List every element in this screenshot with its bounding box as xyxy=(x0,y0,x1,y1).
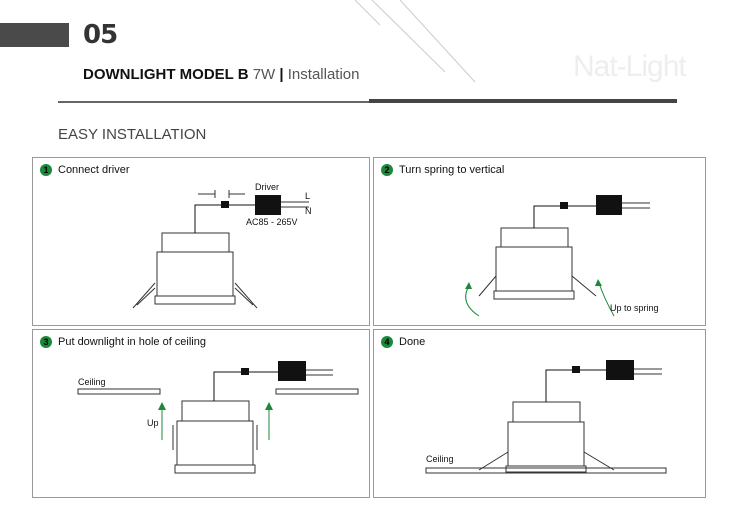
title-sep: | xyxy=(279,66,284,83)
page-title: DOWNLIGHT MODEL B 7W | Installation xyxy=(83,66,359,83)
ceiling-label: Ceiling xyxy=(78,377,106,387)
step-label: Connect driver xyxy=(58,164,130,176)
page-number: 05 xyxy=(83,20,118,50)
section-title: EASY INSTALLATION xyxy=(58,126,207,143)
step-3-panel: 3 Put downlight in hole of ceiling Ceilin… xyxy=(32,329,370,498)
voltage-label: AC85 - 265V xyxy=(246,217,298,227)
step-badge: 2 xyxy=(381,164,393,176)
step-label: Turn spring to vertical xyxy=(399,164,505,176)
downlight-diagram xyxy=(132,190,309,309)
title-sub: Installation xyxy=(287,66,360,83)
step-1-panel: 1 Connect driver Driver AC85 - 265V L N xyxy=(32,157,370,326)
step-label: Done xyxy=(399,336,426,348)
divider xyxy=(58,101,370,103)
neutral-label: N xyxy=(305,206,312,216)
step-badge: 3 xyxy=(40,336,52,348)
downlight-diagram xyxy=(465,195,650,317)
spring-note: Up to spring xyxy=(610,303,659,313)
live-label: L xyxy=(305,191,311,201)
title-watt: 7W xyxy=(252,66,276,83)
ceiling-label: Ceiling xyxy=(426,454,454,464)
step-2-panel: 2 Turn spring to vertical Up to spring xyxy=(373,157,706,326)
step-4-panel: 4 Done Ceiling xyxy=(373,329,706,498)
step-badge: 4 xyxy=(381,336,393,348)
step-label: Put downlight in hole of ceiling xyxy=(58,336,206,348)
driver-label: Driver xyxy=(255,182,279,192)
downlight-diagram xyxy=(425,360,667,474)
header-bar xyxy=(0,23,69,47)
decor-lines xyxy=(354,0,476,83)
logo: Nat-Light xyxy=(573,50,687,83)
up-label: Up xyxy=(147,418,159,428)
downlight-diagram xyxy=(77,361,359,474)
divider-dark xyxy=(369,99,677,103)
title-model: DOWNLIGHT MODEL B xyxy=(83,66,249,83)
step-badge: 1 xyxy=(40,164,52,176)
